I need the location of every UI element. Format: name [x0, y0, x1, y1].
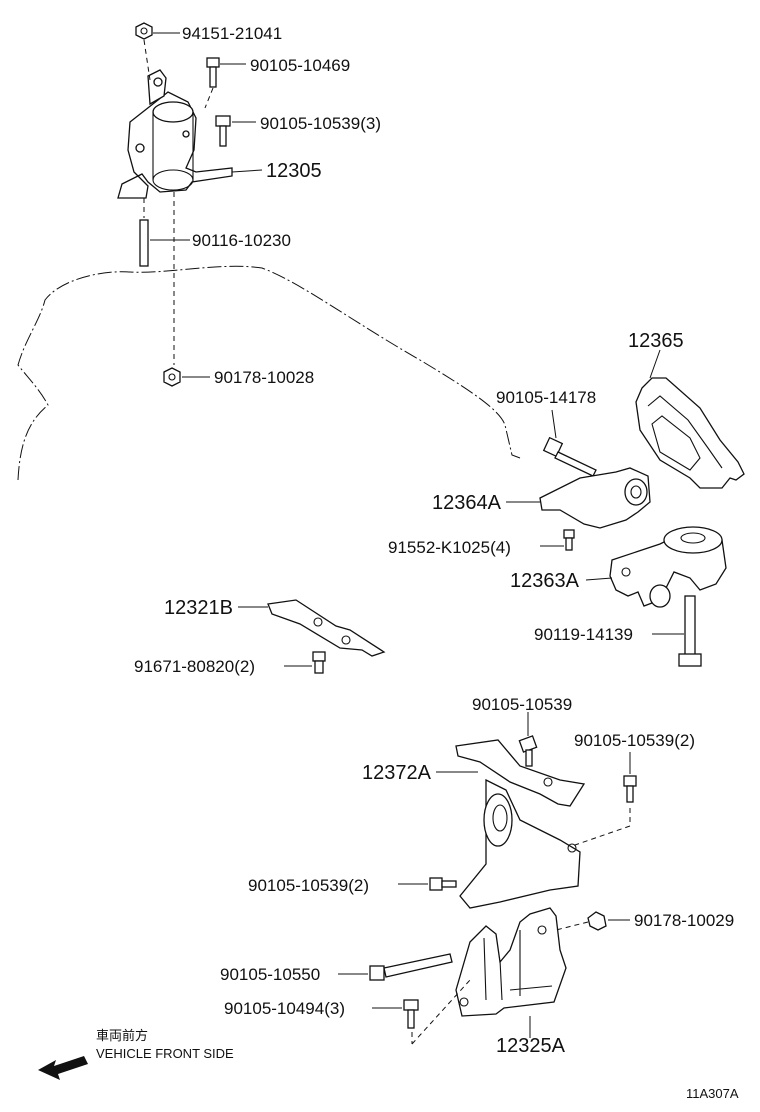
- bolt-90105-10539-3[interactable]: [215, 115, 231, 147]
- dash-line: [204, 87, 214, 109]
- part-12321B-plate[interactable]: [267, 599, 386, 657]
- label-90105-10539-2b: 90105-10539(2): [248, 876, 369, 895]
- label-90105-10494-3: 90105-10494(3): [224, 999, 345, 1018]
- direction-label-japanese: 車両前方: [96, 1028, 148, 1043]
- bolt-90105-10494-3[interactable]: [403, 999, 419, 1029]
- label-91552-K1025-4: 91552-K1025(4): [388, 538, 511, 557]
- label-90119-14139: 90119-14139: [534, 625, 633, 644]
- bolt-90105-10550[interactable]: [369, 953, 453, 981]
- label-12364A: 12364A: [432, 492, 502, 514]
- label-12363A: 12363A: [510, 570, 580, 592]
- part-12364A-bracket[interactable]: [539, 467, 651, 529]
- bolt-90105-10539-2a[interactable]: [623, 775, 637, 803]
- front-direction-arrow-icon: [38, 1056, 88, 1080]
- bolt-90105-10539-single[interactable]: [518, 735, 538, 767]
- label-90105-10469: 90105-10469: [250, 56, 350, 75]
- stud-90116-10230[interactable]: [139, 219, 149, 267]
- label-12321B: 12321B: [164, 597, 233, 619]
- label-90105-10539-2a: 90105-10539(2): [574, 731, 695, 750]
- dash-line: [143, 39, 151, 81]
- label-12305: 12305: [266, 160, 322, 182]
- bolt-90105-10539-2b[interactable]: [429, 877, 457, 891]
- bolt-90119-14139[interactable]: [678, 595, 702, 667]
- label-12325A: 12325A: [496, 1035, 566, 1057]
- nut-90178-10029[interactable]: [587, 911, 607, 931]
- label-12372A: 12372A: [362, 762, 432, 784]
- label-90116-10230: 90116-10230: [192, 231, 291, 250]
- label-91671-80820-2: 91671-80820(2): [134, 657, 255, 676]
- part-12372A-bracket[interactable]: [455, 739, 586, 909]
- figure-id: 11A307A: [686, 1086, 739, 1101]
- label-90105-10539-3: 90105-10539(3): [260, 114, 381, 133]
- part-12305-mount[interactable]: [117, 69, 233, 199]
- bolt-90105-10469[interactable]: [206, 57, 220, 88]
- label-90105-10550: 90105-10550: [220, 965, 320, 984]
- leader-line: [551, 409, 557, 439]
- nut-90178-10028[interactable]: [163, 367, 181, 387]
- bolt-90105-14178[interactable]: [542, 436, 597, 477]
- bolt-91671-80820[interactable]: [312, 651, 326, 674]
- leader-line: [649, 349, 661, 379]
- part-12365-cover[interactable]: [635, 377, 745, 489]
- label-90178-10029: 90178-10029: [634, 911, 734, 930]
- part-12325A-bracket[interactable]: [455, 907, 567, 1017]
- nut-94151-21041[interactable]: [135, 22, 153, 40]
- label-94151-21041: 94151-21041: [182, 24, 282, 43]
- dash-line: [555, 921, 589, 931]
- label-12365[interactable]: 12365: [628, 330, 684, 352]
- part-12363A-mount[interactable]: [609, 526, 727, 608]
- label-90105-10539: 90105-10539: [472, 695, 572, 714]
- dash-line: [571, 825, 631, 847]
- direction-label-english: VEHICLE FRONT SIDE: [96, 1046, 234, 1061]
- leader-line: [231, 169, 263, 173]
- leader-line: [585, 577, 613, 581]
- label-90105-14178: 90105-14178: [496, 388, 596, 407]
- label-90178-10028: 90178-10028: [214, 368, 314, 387]
- engine-outline: [17, 265, 521, 481]
- bolt-91552-K1025[interactable]: [563, 529, 575, 551]
